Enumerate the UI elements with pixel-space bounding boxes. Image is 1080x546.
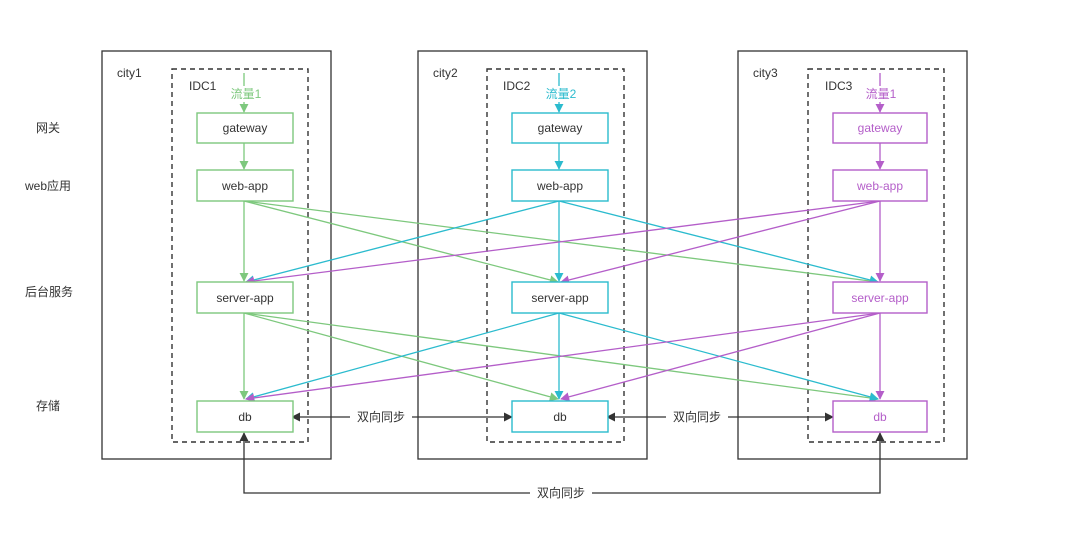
city3-label: city3 [753, 66, 778, 80]
city1-frame [101, 50, 332, 460]
idc2-frame [486, 68, 625, 443]
city3-gateway-box [832, 112, 928, 144]
city1-services: gateway web-app server-app db [196, 112, 294, 433]
city2-webapp-box [511, 169, 609, 202]
city1-db-box [196, 400, 294, 433]
city2-gateway-text: gateway [538, 121, 583, 135]
idc1-label: IDC1 [189, 79, 217, 93]
city2-serverapp-text: server-app [531, 291, 589, 305]
city3-gateway-text: gateway [858, 121, 903, 135]
city3-webapp-box [832, 169, 928, 202]
city3-arrows [245, 73, 885, 403]
traffic3-label: 流量1 [866, 87, 897, 101]
city3-db-box [832, 400, 928, 433]
row-label-gateway: 网关 [36, 121, 60, 135]
city1-webapp-box [196, 169, 294, 202]
city2-label: city2 [433, 66, 458, 80]
city1-db-text: db [238, 410, 252, 424]
city2-db-text: db [553, 410, 567, 424]
row-labels: 网关 web应用 后台服务 存储 [24, 121, 73, 413]
city2-gateway-box [511, 112, 609, 144]
city2-db-box [511, 400, 609, 433]
city3-db-text: db [873, 410, 887, 424]
sync-label-2: 双向同步 [673, 409, 721, 424]
traffic2-label: 流量2 [546, 87, 577, 101]
sync-label-1: 双向同步 [357, 409, 405, 424]
city2-serverapp-box [511, 281, 609, 314]
row-label-storage: 存储 [36, 398, 60, 413]
row-label-backend: 后台服务 [25, 284, 73, 299]
city3-serverapp-box [832, 281, 928, 314]
row-label-web: web应用 [24, 178, 71, 193]
idc3-frame [807, 68, 945, 443]
city2-webapp-text: web-app [536, 179, 583, 193]
city3-webapp-text: web-app [856, 179, 903, 193]
city2-services: gateway web-app server-app db [511, 112, 609, 433]
city1-serverapp-text: server-app [216, 291, 274, 305]
city1-label: city1 [117, 66, 142, 80]
city1-webapp-text: web-app [221, 179, 268, 193]
city3-serverapp-text: server-app [851, 291, 909, 305]
sync-label-3: 双向同步 [537, 485, 585, 500]
idc2-label: IDC2 [503, 79, 531, 93]
traffic1-label: 流量1 [231, 87, 262, 101]
city1-serverapp-box [196, 281, 294, 314]
city3-services: gateway web-app server-app db [832, 112, 928, 433]
sync-arrows [239, 412, 885, 494]
idc3-label: IDC3 [825, 79, 853, 93]
city1-gateway-text: gateway [223, 121, 268, 135]
city1-gateway-box [196, 112, 294, 144]
idc1-frame [171, 68, 309, 443]
